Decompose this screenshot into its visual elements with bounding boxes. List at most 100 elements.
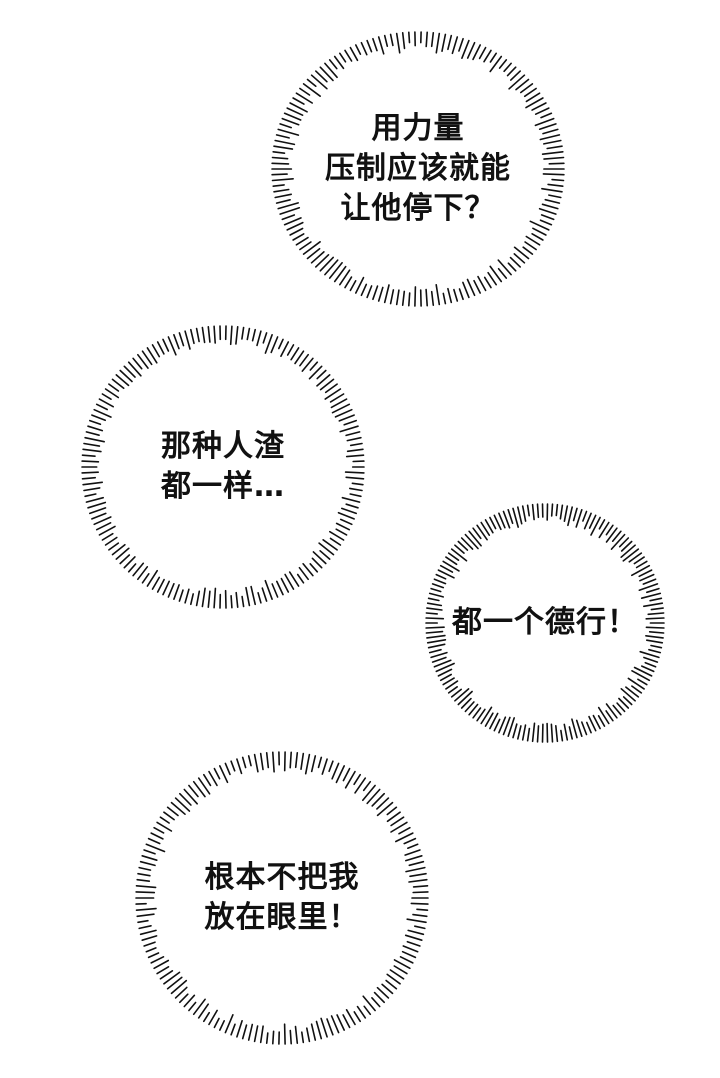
burst-stroke — [290, 347, 300, 361]
burst-stroke — [301, 1031, 305, 1044]
burst-stroke — [213, 767, 221, 780]
burst-stroke — [555, 503, 559, 517]
burst-stroke — [410, 902, 429, 905]
burst-stroke — [385, 979, 398, 990]
burst-stroke — [548, 162, 565, 165]
burst-stroke — [404, 855, 423, 862]
burst-stroke — [498, 716, 507, 734]
burst-stroke — [534, 117, 555, 127]
burst-stroke — [328, 59, 338, 70]
burst-stroke — [362, 995, 376, 1012]
burst-stroke — [250, 585, 256, 606]
burst-stroke — [135, 907, 157, 911]
burst-stroke — [506, 66, 517, 77]
burst-stroke — [377, 36, 385, 55]
burst-stroke — [538, 123, 557, 130]
burst-stroke — [115, 547, 130, 560]
bubble-line: 都一个德行！ — [452, 605, 638, 640]
burst-stroke — [146, 569, 158, 587]
burst-stroke — [466, 278, 476, 297]
burst-stroke — [433, 578, 447, 585]
burst-stroke — [272, 1030, 275, 1045]
burst-stroke — [356, 1005, 367, 1019]
burst-stroke — [127, 563, 137, 573]
burst-stroke — [598, 521, 610, 539]
burst-stroke — [230, 760, 236, 772]
burst-stroke — [639, 650, 660, 659]
burst-stroke — [581, 721, 588, 736]
burst-stroke — [309, 563, 319, 573]
burst-stroke — [408, 31, 411, 44]
burst-stroke — [190, 593, 194, 606]
burst-stroke — [497, 259, 512, 276]
burst-stroke — [643, 656, 659, 663]
burst-stroke — [208, 770, 218, 787]
burst-stroke — [647, 612, 665, 616]
burst-stroke — [360, 41, 368, 56]
burst-stroke — [454, 544, 465, 554]
burst-stroke — [360, 283, 368, 297]
burst-stroke — [526, 727, 531, 742]
burst-stroke — [195, 327, 200, 343]
burst-stroke — [598, 519, 606, 530]
burst-stroke — [638, 569, 653, 578]
burst-stroke — [362, 784, 376, 802]
burst-stroke — [363, 1005, 372, 1016]
burst-stroke — [409, 872, 427, 878]
burst-stroke — [81, 476, 97, 480]
burst-stroke — [376, 801, 394, 817]
burst-stroke — [529, 220, 550, 231]
bubble-line: 根本不把我 — [204, 860, 360, 895]
burst-stroke — [489, 52, 497, 63]
burst-stroke — [509, 256, 521, 268]
burst-stroke — [324, 62, 338, 79]
burst-stroke — [280, 577, 290, 593]
burst-stroke — [489, 55, 503, 73]
burst-stroke — [328, 760, 334, 773]
burst-stroke — [542, 139, 562, 145]
burst-stroke — [337, 511, 355, 520]
burst-stroke — [156, 821, 173, 832]
burst-stroke — [167, 582, 175, 598]
burst-stroke — [150, 956, 165, 964]
burst-stroke — [366, 285, 373, 299]
burst-stroke — [550, 723, 554, 743]
burst-outline — [81, 325, 365, 609]
burst-stroke — [648, 631, 665, 634]
speech-bubble-1: 用力量 压制应该就能 让他停下？ — [268, 28, 568, 310]
burst-stroke — [531, 722, 536, 743]
burst-stroke — [296, 573, 305, 584]
burst-stroke — [81, 454, 96, 457]
burst-stroke — [408, 860, 425, 867]
burst-stroke — [236, 1019, 243, 1038]
burst-stroke — [489, 712, 499, 730]
burst-stroke — [498, 59, 508, 69]
burst-stroke — [127, 361, 142, 377]
burst-stroke — [150, 832, 164, 840]
burst-stroke — [270, 336, 279, 354]
burst-stroke — [403, 837, 417, 845]
burst-stroke — [141, 935, 158, 941]
burst-stroke — [136, 878, 151, 882]
burst-stroke — [289, 102, 308, 113]
burst-stroke — [534, 107, 550, 115]
burst-stroke — [425, 630, 444, 634]
burst-stroke — [257, 591, 262, 604]
burst-stroke — [412, 891, 429, 894]
burst-stroke — [477, 275, 487, 292]
burst-stroke — [592, 714, 601, 730]
burst-stroke — [247, 755, 252, 767]
burst-stroke — [84, 436, 106, 443]
burst-stroke — [520, 83, 534, 94]
burst-stroke — [386, 973, 401, 985]
bubble-line: 用力量 — [371, 111, 465, 146]
burst-stroke — [145, 947, 157, 953]
burst-stroke — [507, 262, 517, 272]
burst-stroke — [386, 811, 401, 823]
burst-stroke — [371, 997, 381, 1008]
burst-stroke — [342, 767, 351, 782]
burst-stroke — [349, 280, 357, 292]
bubble-line: 都一样… — [161, 469, 285, 504]
burst-stroke — [426, 602, 443, 607]
burst-stroke — [139, 860, 156, 867]
